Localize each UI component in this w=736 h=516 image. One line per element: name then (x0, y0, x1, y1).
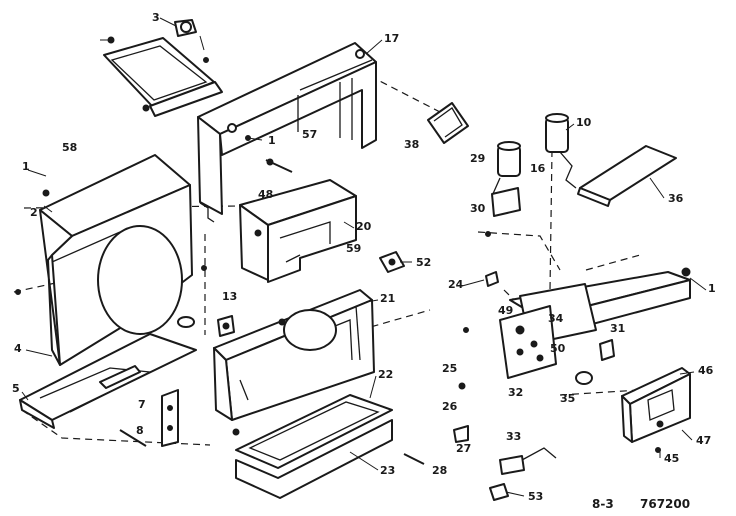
callout-52: 52 (416, 256, 431, 269)
part-53-foot (489, 483, 509, 501)
callout-1c: 1 (708, 282, 716, 295)
callout-labels: 3 17 57 1 38 10 58 1 48 2 20 59 52 29 16… (12, 11, 716, 503)
part-7-bracket (161, 389, 179, 447)
callout-23: 23 (380, 464, 395, 477)
callout-45: 45 (664, 452, 679, 465)
callout-leaders (21, 17, 707, 497)
callout-21: 21 (380, 292, 395, 305)
callout-4: 4 (14, 342, 22, 355)
callout-16: 16 (530, 162, 546, 175)
callout-8: 8 (136, 424, 144, 437)
part-drain-pan-upper (235, 394, 393, 469)
part-top-cover (100, 19, 223, 117)
callout-33: 33 (506, 430, 521, 443)
part-capacitor-10 (545, 113, 577, 189)
callout-48: 48 (258, 188, 273, 201)
part-8-rod (119, 429, 147, 447)
part-screw-48 (265, 158, 293, 173)
callout-13: 13 (222, 290, 237, 303)
callout-30: 30 (470, 202, 486, 215)
callout-24: 24 (448, 278, 464, 291)
part-13-bracket (217, 315, 235, 337)
callout-2: 2 (30, 206, 38, 219)
callout-57: 57 (302, 128, 317, 141)
callout-1a: 1 (268, 134, 276, 147)
part-35-bushing (575, 371, 593, 385)
part-number: 767200 (640, 497, 690, 511)
figure-footer: 8-3 767200 (592, 497, 690, 511)
callout-5: 5 (12, 382, 20, 395)
callout-20: 20 (356, 220, 372, 233)
part-cabinet-top-panel (197, 42, 377, 223)
callout-59: 59 (346, 242, 361, 255)
callout-49: 49 (498, 304, 513, 317)
callout-26: 26 (442, 400, 458, 413)
part-control-box (239, 179, 357, 283)
callout-53: 53 (528, 490, 543, 503)
callout-27: 27 (456, 442, 471, 455)
part-27-clip (453, 425, 469, 443)
part-filter-pad (427, 102, 469, 144)
part-small-screws (15, 135, 661, 453)
callout-50: 50 (550, 342, 566, 355)
callout-25: 25 (442, 362, 457, 375)
part-side-housing (27, 154, 193, 366)
part-28-screw (403, 453, 425, 465)
figure-ref: 8-3 (592, 497, 614, 511)
callout-46: 46 (698, 364, 714, 377)
leader-part-4 (25, 349, 53, 357)
callout-47: 47 (696, 434, 711, 447)
part-52-square (379, 251, 405, 273)
part-right-base-assembly (499, 267, 691, 379)
callout-1b: 1 (22, 160, 30, 173)
callout-29: 29 (470, 152, 485, 165)
part-drain-pan-lower (235, 419, 393, 499)
part-33-connector (499, 447, 557, 475)
part-31-switch (599, 339, 615, 361)
part-blower-panel (213, 289, 375, 421)
callout-32: 32 (508, 386, 523, 399)
callout-17: 17 (384, 32, 399, 45)
callout-36: 36 (668, 192, 684, 205)
callout-34: 34 (548, 312, 564, 325)
part-30-bracket (491, 187, 521, 217)
callout-28: 28 (432, 464, 447, 477)
callout-7: 7 (138, 398, 146, 411)
part-base-rail (19, 333, 197, 429)
part-6-clip (177, 316, 195, 328)
callout-31: 31 (610, 322, 625, 335)
callout-22: 22 (378, 368, 393, 381)
callout-35: 35 (560, 392, 575, 405)
callout-58: 58 (62, 141, 77, 154)
callout-38: 38 (404, 138, 419, 151)
callout-10: 10 (576, 116, 592, 129)
part-air-deflector (577, 145, 677, 207)
part-electric-box (621, 367, 691, 443)
part-24-knob (485, 271, 499, 287)
callout-3: 3 (152, 11, 160, 24)
